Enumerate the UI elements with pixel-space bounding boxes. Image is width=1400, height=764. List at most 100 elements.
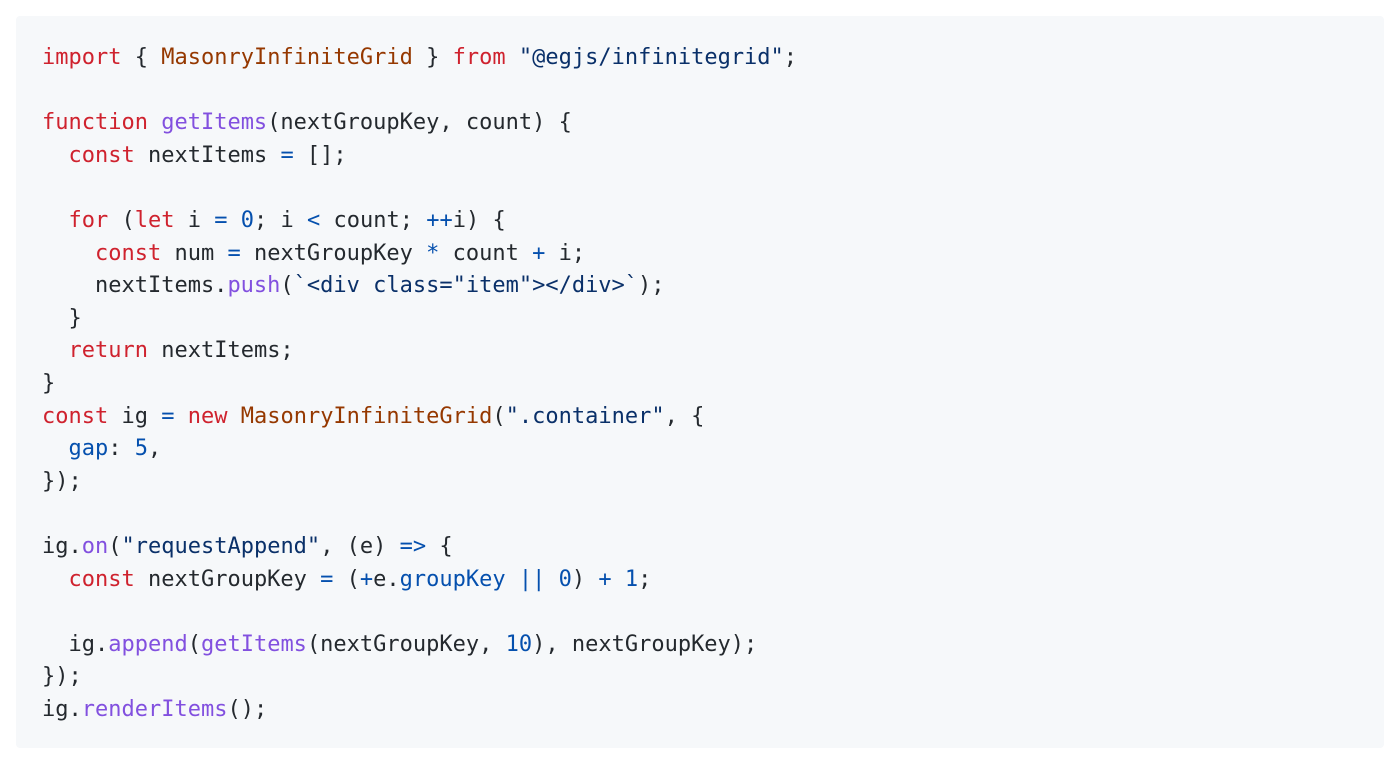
code-token [42, 436, 69, 461]
code-line: }); [42, 466, 797, 499]
code-token: const [68, 566, 135, 592]
code-content: import { MasonryInfiniteGrid } from "@eg… [42, 42, 797, 726]
code-token: nextItems; [147, 338, 294, 364]
code-token: on [81, 533, 109, 559]
code-token: ".container" [505, 403, 665, 429]
code-token: ( [333, 566, 360, 592]
code-token: e. [373, 566, 400, 592]
code-token: num [161, 240, 228, 266]
code-token [42, 241, 95, 266]
code-token: groupKey [399, 566, 506, 592]
code-token: ig. [42, 696, 82, 722]
code-token: , (e) [320, 533, 400, 559]
code-token: gap [68, 436, 109, 462]
code-line: function getItems(nextGroupKey, count) { [42, 107, 797, 140]
code-token: ig. [42, 533, 82, 559]
code-token: "requestAppend" [121, 533, 321, 559]
code-line: ig.on("requestAppend", (e) => { [42, 531, 797, 564]
code-token: function [42, 110, 148, 136]
code-token: (nextGroupKey, count) { [267, 110, 572, 136]
code-token: ig. [42, 631, 109, 657]
code-block: import { MasonryInfiniteGrid } from "@eg… [16, 16, 1384, 748]
code-token: renderItems [81, 696, 228, 722]
code-line [42, 75, 797, 108]
code-token: []; [293, 142, 347, 168]
code-token: i [174, 207, 215, 233]
code-line: const ig = new MasonryInfiniteGrid(".con… [42, 401, 797, 434]
code-token: + [532, 240, 546, 266]
code-token: nextItems [134, 142, 281, 168]
code-token: `<div class="item"></div>` [293, 273, 639, 299]
code-line: const nextGroupKey = (+e.groupKey || 0) … [42, 564, 797, 597]
code-token: const [94, 240, 162, 266]
code-token: i; [545, 240, 586, 266]
code-token: getItems [161, 110, 268, 136]
code-token: ; [638, 566, 652, 592]
code-token [42, 143, 69, 168]
code-token: = [280, 142, 294, 168]
code-line: import { MasonryInfiniteGrid } from "@eg… [42, 42, 797, 75]
code-token: append [108, 631, 188, 657]
code-token: ), nextGroupKey); [532, 631, 758, 657]
code-token: ig [108, 403, 162, 429]
code-token: => [399, 533, 427, 559]
code-token: 0 [558, 566, 572, 592]
code-token [42, 338, 69, 363]
code-line: }); [42, 661, 797, 694]
code-token [506, 567, 519, 592]
code-line: gap: 5, [42, 433, 797, 466]
code-token: 0 [240, 207, 254, 233]
code-token: return [68, 338, 148, 364]
code-token: ); [638, 273, 665, 299]
code-token [174, 404, 187, 429]
code-token: const [68, 142, 135, 168]
code-token [227, 404, 240, 429]
code-token: (); [227, 696, 268, 722]
code-token: ( [187, 631, 201, 657]
code-token: : [108, 436, 135, 462]
code-token: 5 [134, 436, 148, 462]
code-line: return nextItems; [42, 335, 797, 368]
code-token [506, 45, 519, 70]
code-token: = [161, 403, 175, 429]
code-token: = [214, 207, 228, 233]
code-token: new [187, 403, 228, 429]
code-token: 10 [505, 631, 533, 657]
code-token: { [121, 45, 162, 70]
code-line: for (let i = 0; i < count; ++i) { [42, 205, 797, 238]
code-token: { [426, 533, 453, 559]
code-token: count [439, 240, 533, 266]
code-token: ( [108, 207, 135, 233]
code-token: ; i [254, 207, 307, 233]
code-token: MasonryInfiniteGrid [240, 403, 493, 429]
code-token: const [42, 403, 109, 429]
code-token: ) [571, 566, 599, 592]
code-token: count; [320, 207, 427, 233]
code-token: nextGroupKey [240, 240, 427, 266]
code-token: let [134, 207, 175, 233]
code-token: ; [783, 45, 798, 70]
code-token: || [518, 566, 546, 592]
code-line: ig.append(getItems(nextGroupKey, 10), ne… [42, 629, 797, 662]
code-token: ( [492, 403, 506, 429]
code-token: }); [42, 664, 82, 690]
code-token: }); [42, 468, 82, 494]
code-token: import [42, 45, 122, 70]
code-token: getItems [200, 631, 307, 657]
code-token [148, 110, 161, 135]
code-line: const nextItems = []; [42, 140, 797, 173]
code-token: 1 [624, 566, 639, 592]
code-token: i) { [452, 207, 506, 233]
code-token: ++ [426, 207, 453, 233]
code-token: } [42, 305, 82, 331]
code-token [612, 567, 625, 592]
code-token: , { [664, 403, 705, 429]
code-line: nextItems.push(`<div class="item"></div>… [42, 270, 797, 303]
code-token: < [306, 207, 321, 233]
code-token: push [227, 273, 281, 299]
code-token [228, 208, 241, 233]
code-token: MasonryInfiniteGrid [161, 45, 413, 70]
code-token: + [598, 566, 612, 592]
code-line: const num = nextGroupKey * count + i; [42, 238, 797, 271]
code-line [42, 498, 797, 531]
